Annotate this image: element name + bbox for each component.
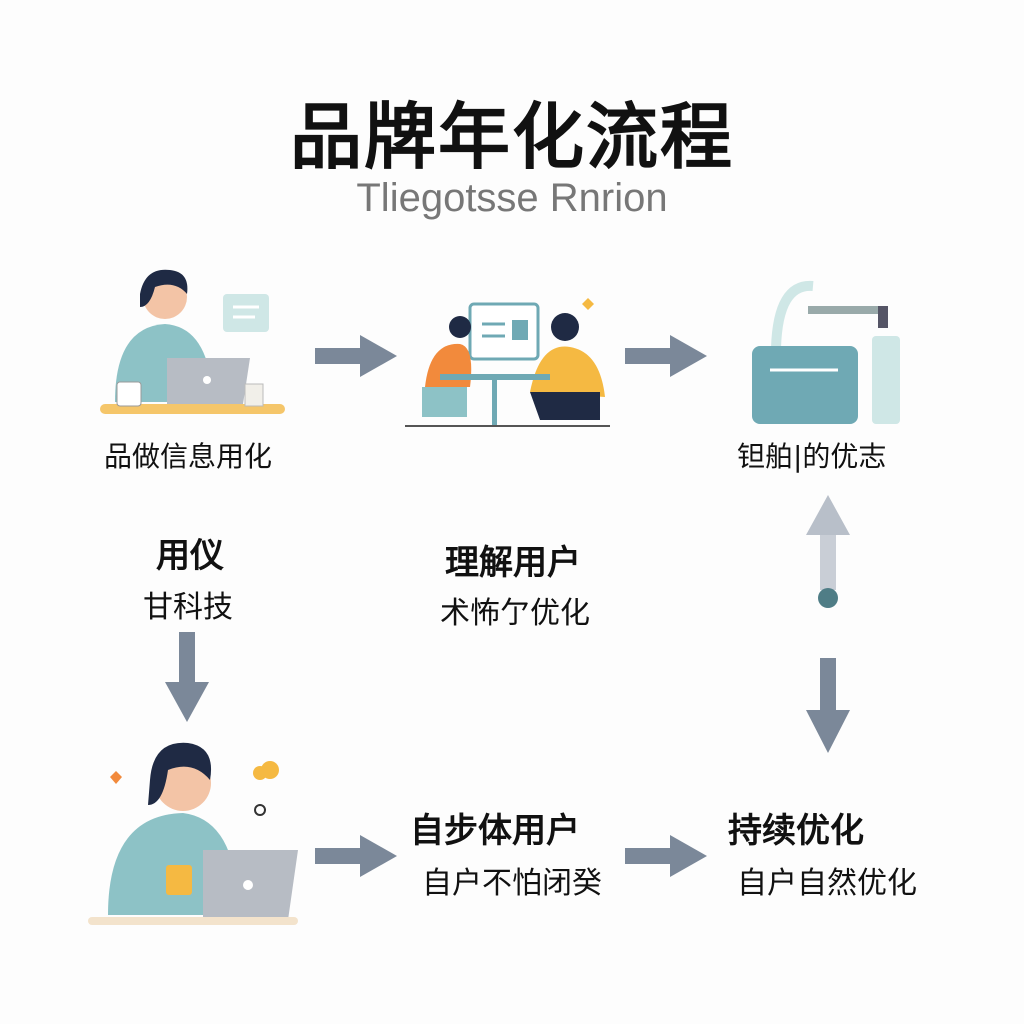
- arrow-right-icon: [315, 835, 397, 877]
- step-1-caption: 品做信息用化: [104, 440, 273, 473]
- label-1-heading: 用仪: [156, 536, 224, 576]
- arrow-up-icon: [806, 495, 850, 608]
- arrow-down-icon: [165, 632, 209, 722]
- arrow-right-icon: [625, 835, 707, 877]
- page-title: 品牌年化流程: [289, 95, 734, 179]
- device-icon: [752, 280, 900, 424]
- arrow-down-icon: [806, 658, 850, 753]
- label-4-heading: 持续优化: [728, 811, 864, 851]
- label-1-sub: 甘科技: [143, 590, 233, 625]
- woman-laptop-icon: [100, 269, 285, 414]
- page-subtitle: Tliegotsse Rnrion: [356, 176, 668, 220]
- label-2-sub: 术怖亇优化: [440, 596, 590, 631]
- meeting-icon: [405, 298, 610, 427]
- label-2-heading: 理解用户: [445, 543, 581, 583]
- label-4-sub: 自户自然优化: [737, 866, 917, 901]
- arrow-right-icon: [625, 335, 707, 377]
- arrow-right-icon: [315, 335, 397, 377]
- step-3-caption: 钽舶|的优志: [737, 440, 887, 473]
- woman-laptop-icon: [88, 742, 298, 925]
- label-3-heading: 自步体用户: [410, 811, 580, 851]
- label-3-sub: 自户不怕闭癸: [422, 866, 602, 901]
